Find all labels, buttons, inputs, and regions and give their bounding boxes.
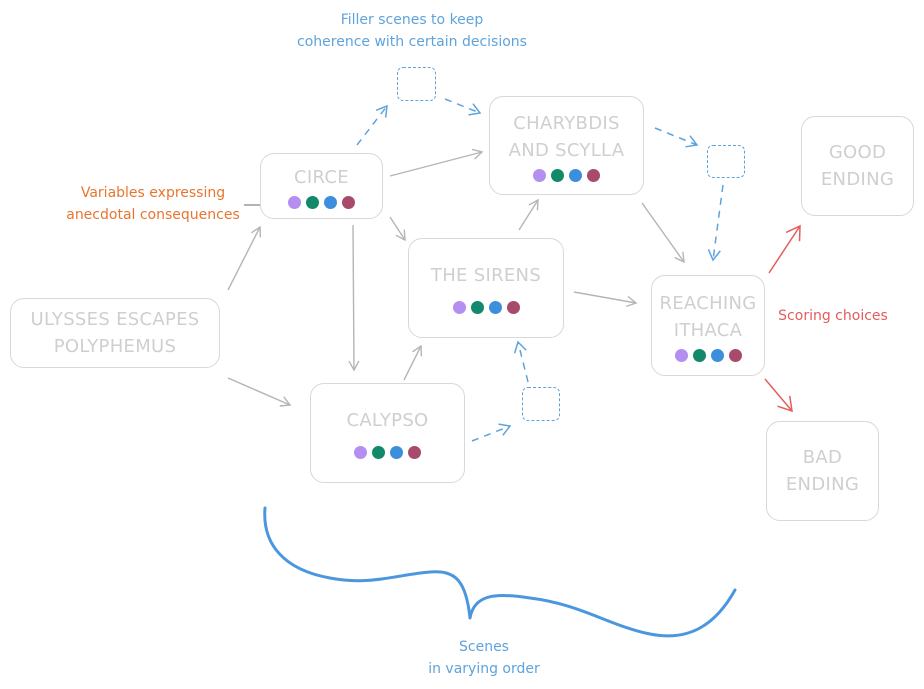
node-charybdis-and-scylla: CHARYBDIS AND SCYLLA xyxy=(489,96,644,195)
variable-dot-maroon xyxy=(342,195,355,209)
variable-dot-purple xyxy=(354,446,367,459)
variable-dot-green xyxy=(551,168,564,182)
node-calypso: CALYPSO xyxy=(310,383,465,483)
variable-dot-blue xyxy=(569,168,582,182)
variable-dot-purple xyxy=(533,168,546,182)
variable-dots xyxy=(288,195,355,209)
node-title: CIRCE xyxy=(294,166,349,188)
variable-dot-blue xyxy=(710,348,724,362)
arrow-polyphemus-to-calypso xyxy=(227,377,292,407)
arrow-circe-to-charybdis xyxy=(389,148,484,177)
node-title: CALYPSO xyxy=(346,410,429,431)
variable-dots xyxy=(674,348,742,362)
node-title: REACHING ITHACA xyxy=(659,292,757,341)
arrow-filler-bottom-to-sirens xyxy=(513,340,529,383)
scoring-choices-annotation: Scoring choices xyxy=(778,308,888,324)
arrow-sirens-to-charybdis xyxy=(518,198,539,231)
variable-dot-green xyxy=(372,446,385,459)
filler-scenes-annotation: Filler scenes to keep coherence with cer… xyxy=(297,12,527,50)
arrow-charybdis-to-filler-right xyxy=(654,127,699,148)
variable-dot-maroon xyxy=(408,446,421,459)
node-title: THE SIRENS xyxy=(430,265,542,286)
node-reaching-ithaca: REACHING ITHACA xyxy=(651,275,765,376)
arrow-ithaca-to-good xyxy=(768,224,801,274)
variable-dots xyxy=(354,446,421,459)
arrow-filler-right-to-ithaca xyxy=(707,184,724,262)
variable-dot-blue xyxy=(390,446,403,459)
node-title: ULYSSES ESCAPES POLYPHEMUS xyxy=(30,309,200,357)
arrow-circe-to-sirens xyxy=(389,216,406,242)
filler-scene-top xyxy=(397,67,436,101)
scenes-annotation: Scenes in varying order xyxy=(428,639,540,677)
variable-dot-blue xyxy=(324,195,337,209)
arrow-polyphemus-to-circe xyxy=(227,225,262,291)
node-title: BAD ENDING xyxy=(785,447,860,495)
node-good-ending: GOOD ENDING xyxy=(801,116,914,216)
filler-scene-right xyxy=(707,145,745,178)
variable-dot-green xyxy=(306,195,319,209)
variable-dot-purple xyxy=(288,195,301,209)
node-ulysses-escapes-polyphemus: ULYSSES ESCAPES POLYPHEMUS xyxy=(10,298,220,368)
arrow-sirens-to-ithaca xyxy=(573,291,638,308)
variable-dots xyxy=(533,168,600,182)
arrow-filler-top-to-charybdis xyxy=(444,98,482,116)
variable-dots xyxy=(452,301,520,314)
variable-dot-maroon xyxy=(587,168,600,182)
filler-scene-bottom xyxy=(522,387,560,421)
variable-dot-maroon xyxy=(506,301,520,314)
arrow-circe-to-filler-top xyxy=(356,104,388,146)
node-the-sirens: THE SIRENS xyxy=(408,238,564,338)
node-title: GOOD ENDING xyxy=(820,142,895,190)
arrow-charybdis-to-ithaca xyxy=(641,202,685,264)
arrow-calypso-to-sirens xyxy=(403,344,423,381)
variable-dot-blue xyxy=(488,301,502,314)
arrow-circe-to-calypso xyxy=(348,224,360,372)
node-title: CHARYBDIS AND SCYLLA xyxy=(508,112,625,161)
arrow-calypso-to-filler-bottom xyxy=(471,423,512,442)
node-bad-ending: BAD ENDING xyxy=(766,421,879,521)
variables-annotation: Variables expressing anecdotal consequen… xyxy=(66,185,240,223)
variable-dot-maroon xyxy=(728,348,742,362)
variable-dot-purple xyxy=(674,348,688,362)
scenes-brace xyxy=(263,506,737,638)
variable-dot-green xyxy=(692,348,706,362)
node-circe: CIRCE xyxy=(260,153,383,219)
variable-dot-green xyxy=(470,301,484,314)
arrow-ithaca-to-bad xyxy=(764,378,793,413)
variable-dot-purple xyxy=(452,301,466,314)
